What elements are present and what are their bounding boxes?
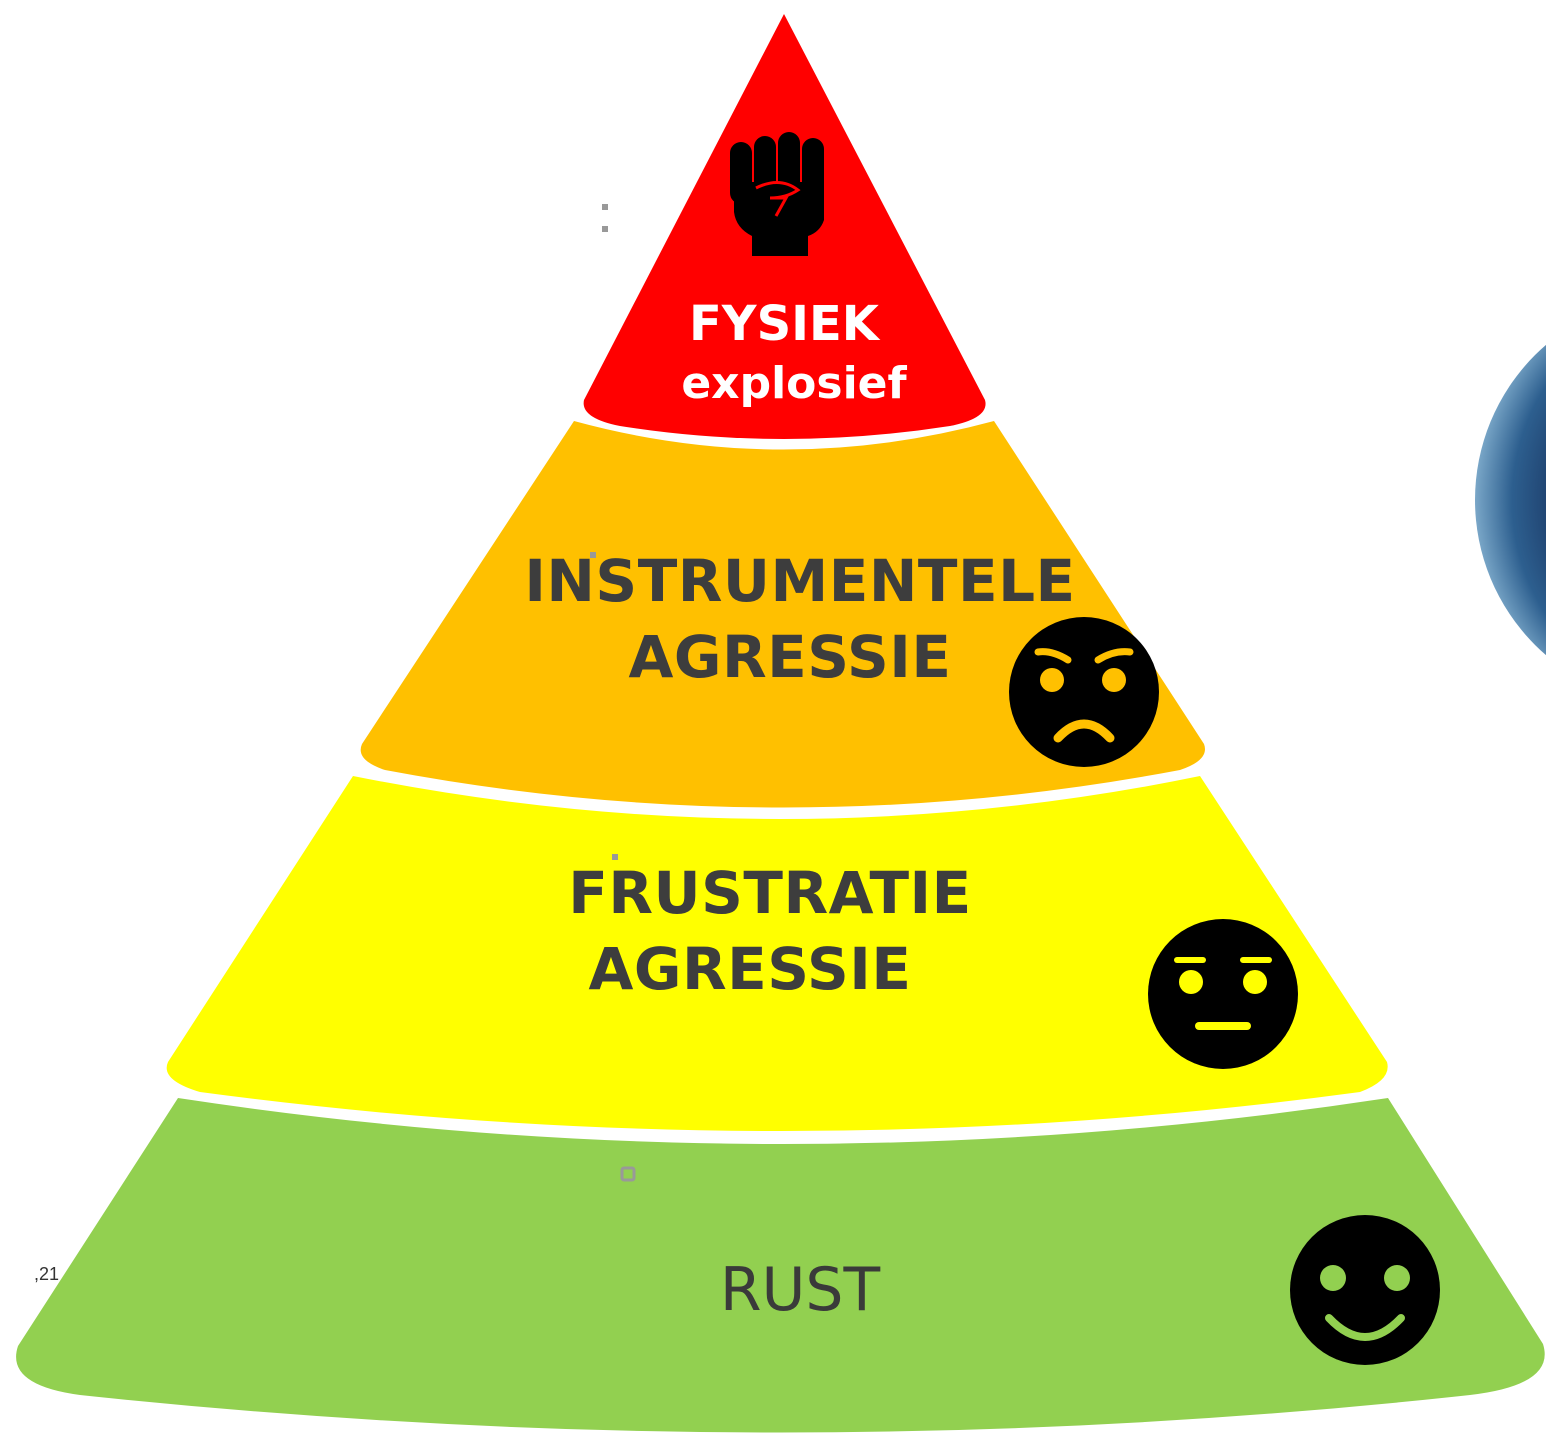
layer-top-label: FYSIEK [689, 296, 879, 352]
neutral-face-icon [1148, 919, 1298, 1069]
stray-text: ,21 [34, 1264, 60, 1284]
angry-face-icon [1009, 617, 1159, 767]
layer-top-sublabel: explosief [681, 358, 907, 409]
layer-instrumental-label: INSTRUMENTELE [524, 547, 1076, 615]
layer-rest-label: RUST [719, 1255, 881, 1325]
smiley-face-icon [1290, 1215, 1440, 1365]
layer-rest-shape [16, 1098, 1545, 1433]
layer-frustration-sublabel: AGRESSIE [588, 935, 912, 1003]
layer-instrumental-sublabel: AGRESSIE [628, 623, 952, 691]
layer-instrumental-shape [360, 421, 1206, 808]
globe-image [1475, 344, 1546, 656]
fist-icon [730, 132, 824, 256]
decorative-specks [590, 204, 636, 1182]
layer-frustration-shape [166, 776, 1388, 1131]
layer-frustration-label: FRUSTRATIE [568, 859, 972, 927]
